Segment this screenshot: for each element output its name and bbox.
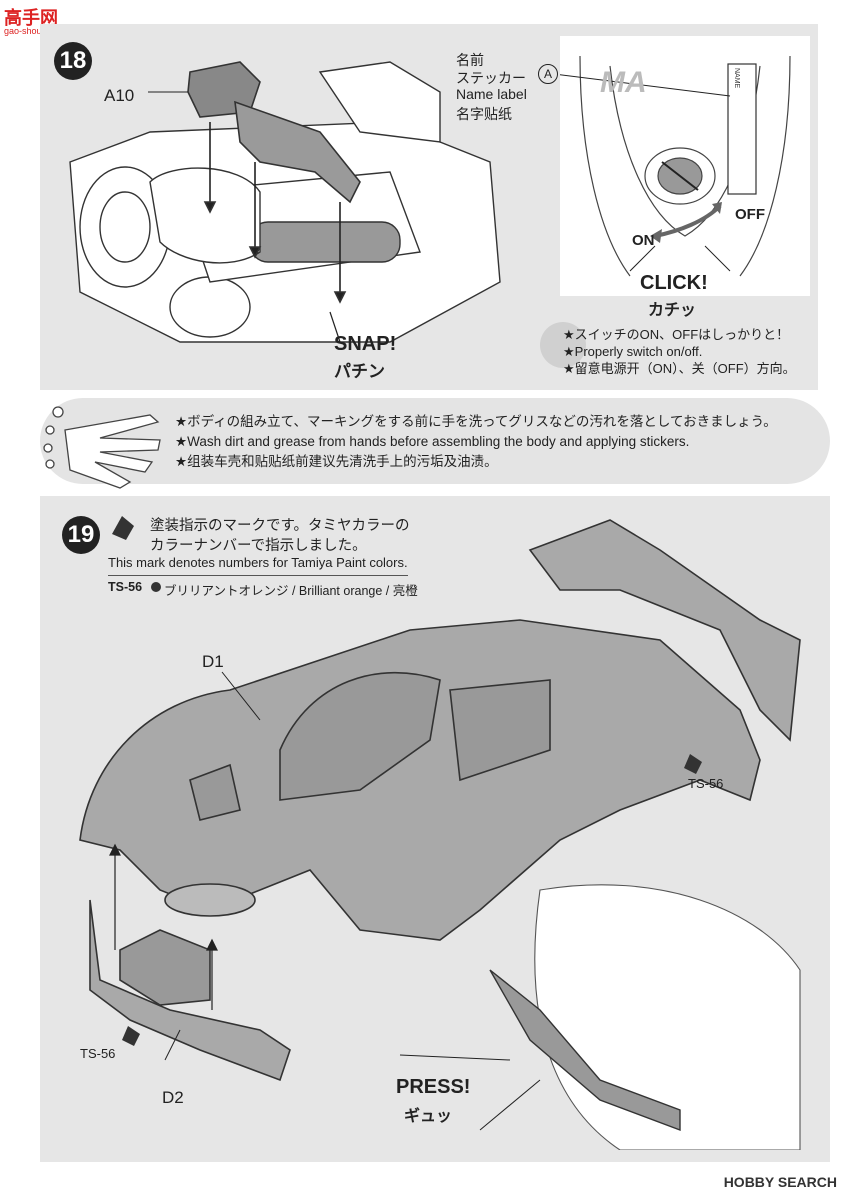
warning-cn: ★组装车壳和贴贴纸前建议先清洗手上的污垢及油渍。 — [175, 454, 498, 469]
part-a10-label: A10 — [104, 86, 135, 105]
paint-note-jp1: 塗装指示のマークです。タミヤカラーの — [150, 518, 410, 534]
paint-mark-icon — [112, 516, 134, 540]
click-jp-label: カチッ — [648, 302, 697, 319]
name-label-cn: 名字贴纸 — [456, 106, 512, 122]
warning-jp: ★ボディの組み立て、マーキングをする前に手を洗ってグリスなどの汚れを落としておき… — [175, 414, 777, 429]
off-label: OFF — [735, 206, 765, 223]
watermark-logo: 高手网 — [4, 8, 58, 28]
sticker-a-badge: A — [538, 64, 558, 84]
ts56-label-left: TS-56 — [80, 1046, 116, 1061]
on-label: ON — [632, 232, 655, 249]
switch-note-en: ★Properly switch on/off. — [563, 344, 703, 359]
snap-jp-label: パチン — [334, 362, 385, 381]
name-label-jp2: ステッカー — [456, 70, 526, 86]
step-18-number: 18 — [54, 42, 92, 80]
part-d2-label: D2 — [162, 1088, 184, 1107]
car-top-illustration — [560, 36, 810, 296]
part-d1-label: D1 — [202, 652, 224, 671]
sticker-name-text: NAME — [733, 68, 740, 89]
paint-note-en: This mark denotes numbers for Tamiya Pai… — [108, 555, 408, 570]
name-label-en: Name label — [456, 86, 527, 102]
color-code: TS-56 — [108, 580, 143, 594]
color-dot-icon — [151, 582, 161, 592]
press-label: PRESS! — [396, 1076, 471, 1098]
body-logo: MA — [600, 66, 647, 99]
color-description: ブリリアントオレンジ / Brilliant orange / 亮橙 — [164, 584, 418, 598]
watermark-hobby-search: HOBBY SEARCH — [723, 1174, 837, 1190]
paint-divider — [108, 575, 408, 576]
check-circle — [540, 322, 586, 368]
switch-note-cn: ★留意电源开（ON）、关（OFF）方向。 — [563, 361, 796, 376]
paint-note-jp2: カラーナンバーで指示しました。 — [150, 538, 367, 554]
switch-note-jp: ★スイッチのON、OFFはしっかりと！ — [563, 327, 790, 342]
click-label: CLICK! — [640, 272, 708, 294]
name-label-jp1: 名前 — [456, 52, 484, 68]
warning-en: ★Wash dirt and grease from hands before … — [175, 434, 690, 449]
watermark-url: gao-shou.com — [4, 26, 62, 36]
ts56-label-right: TS-56 — [688, 776, 724, 791]
press-jp-label: ギュッ — [404, 1108, 453, 1125]
step-19-number: 19 — [62, 516, 100, 554]
snap-label: SNAP! — [334, 333, 397, 355]
chassis-illustration — [69, 61, 501, 343]
body-shell-illustration — [79, 519, 801, 1150]
hands-icon — [43, 406, 161, 489]
hand-wash-warning — [40, 398, 830, 484]
